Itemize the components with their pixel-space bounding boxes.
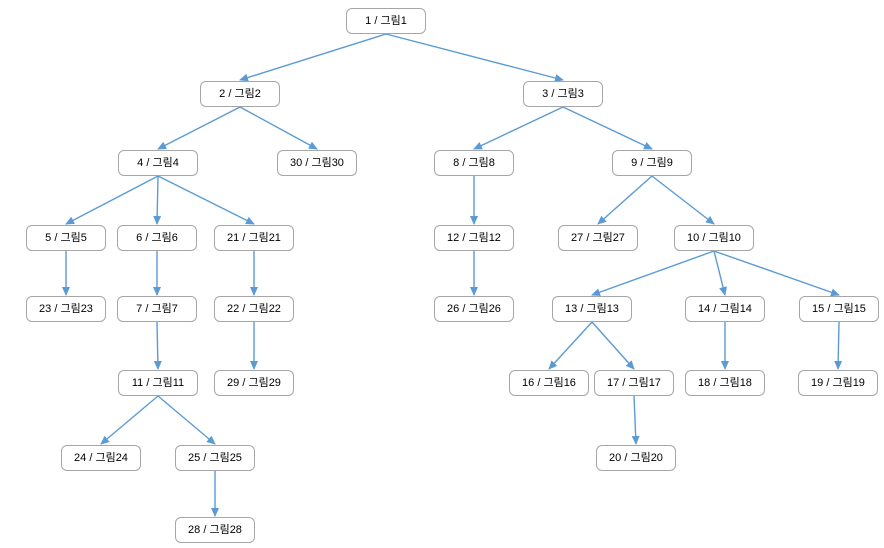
tree-node-label: 19 / 그림19 [811, 376, 865, 389]
tree-node-label: 24 / 그림24 [74, 451, 128, 464]
edge-7-11 [153, 321, 162, 370]
edge-11-25 [157, 395, 216, 445]
tree-node-label: 17 / 그림17 [607, 376, 661, 389]
tree-node-label: 25 / 그림25 [188, 451, 242, 464]
tree-node-label: 29 / 그림29 [227, 376, 281, 389]
edge-13-17 [591, 321, 635, 370]
tree-node-7: 7 / 그림7 [117, 296, 197, 322]
tree-node-2: 2 / 그림2 [200, 81, 280, 107]
tree-node-label: 6 / 그림6 [136, 231, 178, 244]
tree-node-27: 27 / 그림27 [558, 225, 638, 251]
tree-node-label: 1 / 그림1 [365, 14, 407, 27]
tree-node-label: 2 / 그림2 [219, 87, 261, 100]
tree-node-label: 3 / 그림3 [542, 87, 584, 100]
edge-4-6 [153, 175, 162, 225]
edge-1-2 [239, 33, 387, 82]
tree-node-label: 16 / 그림16 [522, 376, 576, 389]
tree-node-label: 12 / 그림12 [447, 231, 501, 244]
tree-node-3: 3 / 그림3 [523, 81, 603, 107]
tree-node-label: 10 / 그림10 [687, 231, 741, 244]
tree-node-23: 23 / 그림23 [26, 296, 106, 322]
tree-node-label: 4 / 그림4 [137, 156, 179, 169]
edge-15-19 [834, 321, 843, 370]
tree-node-26: 26 / 그림26 [434, 296, 514, 322]
tree-node-label: 15 / 그림15 [812, 302, 866, 315]
tree-node-label: 23 / 그림23 [39, 302, 93, 315]
tree-node-label: 28 / 그림28 [188, 523, 242, 536]
edge-10-15 [713, 250, 840, 297]
edge-2-4 [157, 106, 241, 150]
tree-node-1: 1 / 그림1 [346, 8, 426, 34]
tree-node-label: 9 / 그림9 [631, 156, 673, 169]
tree-node-29: 29 / 그림29 [214, 370, 294, 396]
tree-node-label: 27 / 그림27 [571, 231, 625, 244]
edge-10-14 [713, 250, 727, 296]
tree-node-label: 14 / 그림14 [698, 302, 752, 315]
tree-node-12: 12 / 그림12 [434, 225, 514, 251]
tree-node-5: 5 / 그림5 [26, 225, 106, 251]
tree-node-30: 30 / 그림30 [277, 150, 357, 176]
edge-9-10 [651, 175, 715, 225]
tree-node-22: 22 / 그림22 [214, 296, 294, 322]
tree-node-label: 7 / 그림7 [136, 302, 178, 315]
tree-node-label: 13 / 그림13 [565, 302, 619, 315]
tree-node-8: 8 / 그림8 [434, 150, 514, 176]
tree-node-9: 9 / 그림9 [612, 150, 692, 176]
tree-node-18: 18 / 그림18 [685, 370, 765, 396]
tree-node-label: 11 / 그림11 [131, 376, 185, 389]
tree-node-28: 28 / 그림28 [175, 517, 255, 543]
edge-1-3 [385, 33, 564, 82]
tree-node-label: 20 / 그림20 [609, 451, 663, 464]
tree-node-label: 18 / 그림18 [698, 376, 752, 389]
tree-node-24: 24 / 그림24 [61, 445, 141, 471]
edge-17-20 [631, 395, 640, 445]
tree-node-25: 25 / 그림25 [175, 445, 255, 471]
tree-node-label: 30 / 그림30 [290, 156, 344, 169]
tree-node-20: 20 / 그림20 [596, 445, 676, 471]
tree-node-4: 4 / 그림4 [118, 150, 198, 176]
tree-node-19: 19 / 그림19 [798, 370, 878, 396]
tree-node-10: 10 / 그림10 [674, 225, 754, 251]
edge-9-27 [597, 175, 653, 225]
edge-2-30 [239, 106, 318, 150]
tree-node-14: 14 / 그림14 [685, 296, 765, 322]
tree-node-6: 6 / 그림6 [117, 225, 197, 251]
edge-4-21 [157, 175, 255, 225]
tree-node-21: 21 / 그림21 [214, 225, 294, 251]
tree-node-label: 5 / 그림5 [45, 231, 87, 244]
tree-node-15: 15 / 그림15 [799, 296, 879, 322]
edge-3-9 [562, 106, 653, 150]
edge-13-16 [548, 321, 593, 370]
tree-node-13: 13 / 그림13 [552, 296, 632, 322]
tree-node-label: 21 / 그림21 [227, 231, 281, 244]
tree-node-label: 8 / 그림8 [453, 156, 495, 169]
tree-node-11: 11 / 그림11 [118, 370, 198, 396]
edge-4-5 [65, 175, 159, 225]
tree-node-label: 26 / 그림26 [447, 302, 501, 315]
tree-node-17: 17 / 그림17 [594, 370, 674, 396]
edge-10-13 [591, 250, 715, 297]
edge-11-24 [100, 395, 159, 445]
tree-node-16: 16 / 그림16 [509, 370, 589, 396]
tree-node-label: 22 / 그림22 [227, 302, 281, 315]
edge-3-8 [473, 106, 564, 150]
